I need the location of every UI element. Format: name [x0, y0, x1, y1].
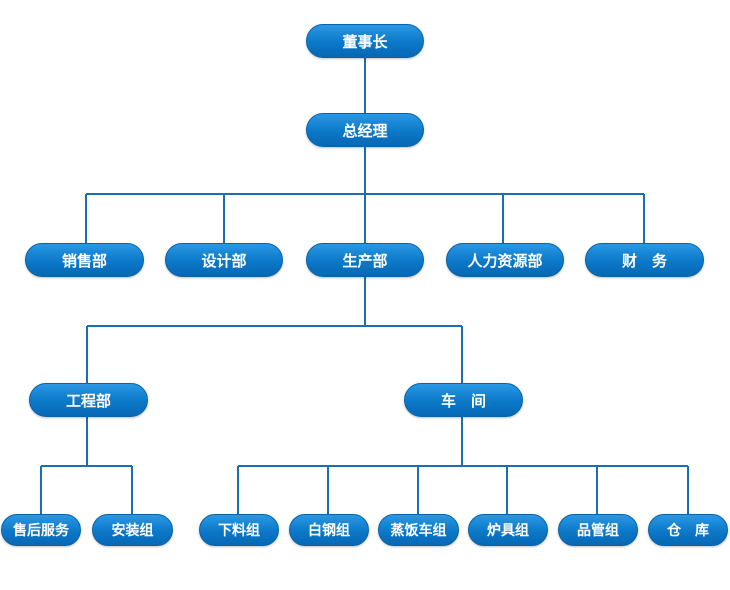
node-workshop[interactable]: 车 间 [404, 383, 523, 417]
node-production-dept[interactable]: 生产部 [306, 243, 424, 277]
node-general-manager[interactable]: 总经理 [306, 113, 424, 147]
node-white-steel-group[interactable]: 白钢组 [289, 514, 369, 546]
node-finance[interactable]: 财 务 [585, 243, 704, 277]
node-sales-dept[interactable]: 销售部 [25, 243, 144, 277]
node-stove-group[interactable]: 炉具组 [468, 514, 548, 546]
node-engineering-dept[interactable]: 工程部 [29, 383, 148, 417]
node-after-sales-service[interactable]: 售后服务 [1, 514, 81, 546]
node-cutting-group[interactable]: 下料组 [199, 514, 279, 546]
node-quality-control-group[interactable]: 品管组 [558, 514, 638, 546]
node-hr-dept[interactable]: 人力资源部 [446, 243, 564, 277]
node-design-dept[interactable]: 设计部 [165, 243, 283, 277]
node-warehouse[interactable]: 仓 库 [648, 514, 728, 546]
node-steamer-group[interactable]: 蒸饭车组 [378, 514, 459, 546]
node-chairman[interactable]: 董事长 [306, 24, 424, 58]
node-installation-group[interactable]: 安装组 [92, 514, 173, 546]
